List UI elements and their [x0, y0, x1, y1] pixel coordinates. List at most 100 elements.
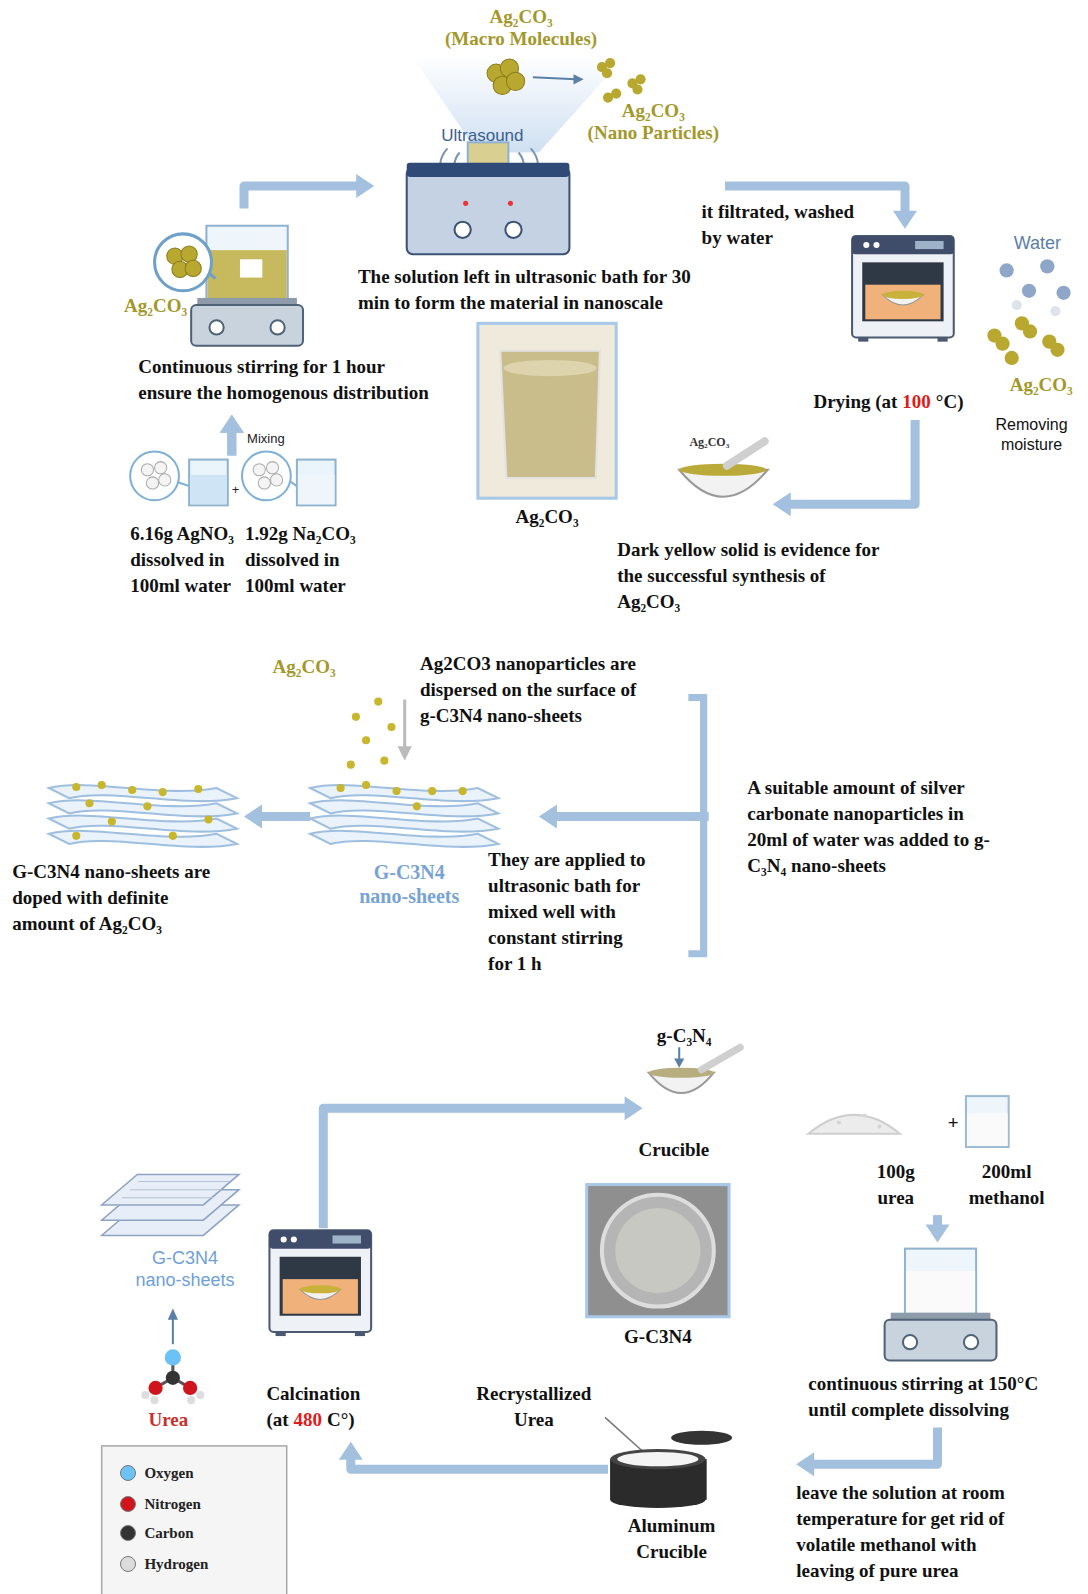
caption-text: Ag2CO3 nanoparticles are dispersed on th…: [420, 651, 695, 729]
urea-molecule: [165, 1349, 181, 1365]
photo-gc3n4: [615, 1208, 700, 1293]
caption-text: +: [948, 1110, 959, 1136]
aluminum-crucible: [617, 1452, 698, 1466]
stirrer-with-beaker: [240, 259, 262, 277]
urea-molecule: [148, 1381, 162, 1395]
arrow-head: [539, 805, 557, 829]
nanosheet-step: G-C3N4 nano-sheets are doped with defini…: [49, 781, 244, 852]
ultrasonic-bath: [508, 201, 513, 206]
nano-sheets-doped: [85, 799, 93, 807]
water-removal: [1023, 324, 1037, 338]
process-arrow: [220, 415, 244, 456]
beaker-na2co3: [242, 451, 291, 500]
aluminum-crucible: [605, 1417, 732, 1507]
stirrer-with-beaker: [185, 260, 201, 276]
arrow-head: [796, 1452, 814, 1476]
nano-sheets-doped: [72, 832, 80, 840]
urea-methanol: [966, 1096, 1009, 1147]
legend-text: Oxygen: [144, 1464, 193, 1482]
nano-sheets-doped: [98, 781, 106, 789]
crucible-step: g-C₃N₄Crucible: [643, 1057, 724, 1113]
caption-text: G-C3N4 nano-sheets are doped with defini…: [12, 859, 287, 937]
art-shape: [49, 56, 1071, 1594]
arrow-head: [220, 415, 244, 433]
nano-sheets-doped: [108, 818, 116, 826]
legend-swatch: [120, 1465, 136, 1481]
ultrasonic-bath: [505, 222, 521, 238]
nano-sheets-doped: [49, 781, 237, 847]
caption-text: Calcination: [266, 1381, 360, 1407]
water-removal: [1050, 343, 1064, 357]
arrow-shaft: [810, 1428, 937, 1465]
water-removal: [1022, 284, 1036, 298]
legend-frame: [102, 1446, 287, 1594]
water-removal: [1050, 306, 1060, 316]
caption-text: 1.92g Na₂CO₃ dissolved in 100ml water: [245, 521, 398, 599]
legend-text: Carbon: [144, 1524, 193, 1542]
arrow-head: [773, 492, 791, 516]
gc3n4-lattice: [102, 1174, 239, 1205]
stirrer-with-beaker: [206, 226, 287, 303]
urea-molecule: [187, 1396, 195, 1404]
arrow-head: [339, 1442, 363, 1460]
urea-methanol: [808, 1096, 1008, 1147]
nano-sheets-doped: [159, 788, 167, 796]
stirrer-with-beaker: [181, 246, 197, 262]
falling-particles: [347, 698, 412, 769]
beaker-na2co3: [253, 464, 265, 476]
beaker-agno3: [159, 474, 171, 486]
urea-molecule: [166, 1371, 180, 1385]
bracket: [688, 698, 703, 954]
water-removal: [1000, 263, 1014, 277]
text-row: Drying (at100°C): [813, 389, 963, 415]
ultrasonic-bath: [407, 168, 570, 254]
stirrer-step: continuous stirring at 150°C until compl…: [808, 1243, 1085, 1428]
ultrasonic-bath: [407, 56, 646, 254]
crucible-step: Recrystallized UreaAluminum Crucible: [608, 1429, 796, 1510]
nano-sheets-doped: [204, 815, 212, 823]
beaker-na2co3: [242, 451, 336, 505]
mortar-step: Ag₂CO₃Dark yellow solid is evidence for …: [676, 437, 773, 513]
aluminum-crucible: [610, 1492, 706, 1508]
free-label: Removing moisture: [988, 415, 1074, 455]
oven-drying: [852, 236, 954, 342]
photo-frame: Ag₂CO₃: [478, 323, 616, 498]
legend-text: Nitrogen: [144, 1495, 200, 1513]
beaker-step: 1.92g Na₂CO₃ dissolved in 100ml water: [232, 456, 339, 512]
nano-sheets-plain: [392, 787, 400, 795]
falling-particles: [362, 736, 370, 744]
ultrasonic-bath: [602, 68, 612, 78]
arrow-shaft: [258, 812, 310, 821]
process-arrow: [244, 805, 310, 829]
caption-text: 6.16g AgNO₃ dissolved in 100ml water: [130, 521, 250, 599]
process-arrow: [539, 805, 709, 829]
beaker-na2co3: [298, 475, 335, 504]
beaker-agno3: [155, 462, 167, 474]
water-removal: [1005, 351, 1019, 365]
caption-text: Continuous stirring for 1 hour ensure th…: [138, 354, 484, 406]
caption-text: Ag₂CO₃ (Macro Molecules): [432, 6, 610, 50]
caption-text: 200ml methanol: [956, 1159, 1058, 1211]
ultrasonic-bath: [455, 222, 471, 238]
caption-text: 100g urea: [866, 1159, 925, 1211]
ultrasonic-bath: [463, 201, 468, 206]
caption-text: G-C3N4 nano-sheets: [346, 860, 473, 908]
photo-ag2co3: [478, 323, 616, 498]
arrow-shaft: [553, 812, 709, 821]
water-removal: [995, 337, 1009, 351]
nano-sheets-doped: [49, 800, 237, 816]
nano-sheets-plain: [337, 784, 345, 792]
process-arrow: [220, 415, 244, 456]
beaker-step: 6.16g AgNO₃ dissolved in 100ml water: [130, 456, 232, 512]
falling-particles: [347, 761, 355, 769]
falling-particles: [352, 713, 360, 721]
falling-particles: [403, 700, 406, 749]
process-arrow: [773, 420, 915, 516]
ultrasonic-bath: [636, 74, 646, 84]
ultrasonic-step: Ag₂CO₃ (Macro Molecules)UltrasoundAg₂CO₃…: [374, 8, 725, 262]
arrow-shaft: [244, 186, 360, 208]
falling-particles: [387, 723, 395, 731]
caption-text: 100: [902, 391, 931, 412]
caption-text: continuous stirring at 150°C until compl…: [808, 1371, 1088, 1423]
